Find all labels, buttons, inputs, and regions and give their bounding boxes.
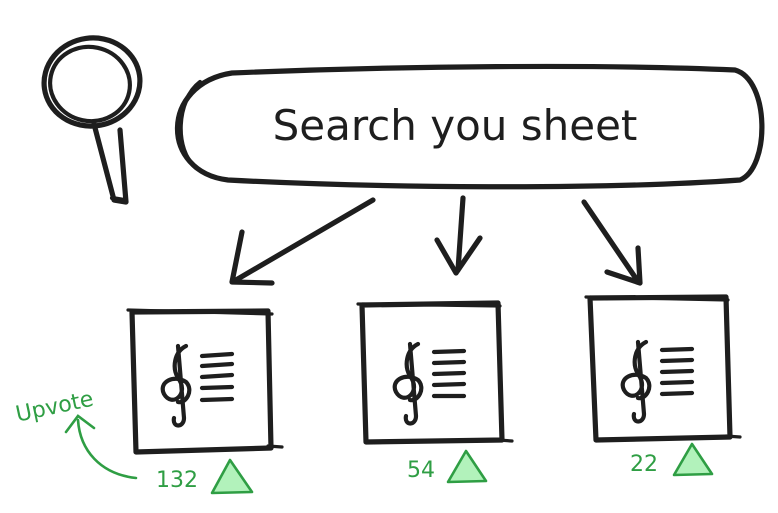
treble-clef-icon [620, 339, 695, 424]
vote-row-2: 54 [407, 449, 488, 484]
upvote-button[interactable] [210, 458, 254, 495]
search-text: Search you sheet [273, 101, 638, 150]
upvote-button[interactable] [672, 442, 714, 477]
vote-count: 22 [630, 452, 658, 477]
vote-row-3: 22 [630, 442, 714, 477]
arrow-left [229, 197, 376, 286]
treble-clef-icon [160, 343, 235, 428]
arrow-right [581, 199, 643, 286]
upvote-annotation: Upvote [14, 387, 138, 480]
vote-count: 132 [156, 468, 198, 493]
sheet-card-3[interactable] [584, 294, 742, 443]
treble-clef-icon [392, 341, 467, 426]
arrow-center [434, 195, 483, 276]
vote-row-1: 132 [156, 458, 254, 495]
sheet-card-1[interactable] [126, 308, 284, 455]
vote-count: 54 [407, 458, 435, 483]
magnifier-icon [41, 35, 143, 205]
sheet-card-2[interactable] [356, 300, 514, 445]
upvote-button[interactable] [446, 449, 488, 484]
search-bar[interactable]: Search you sheet [174, 63, 765, 190]
